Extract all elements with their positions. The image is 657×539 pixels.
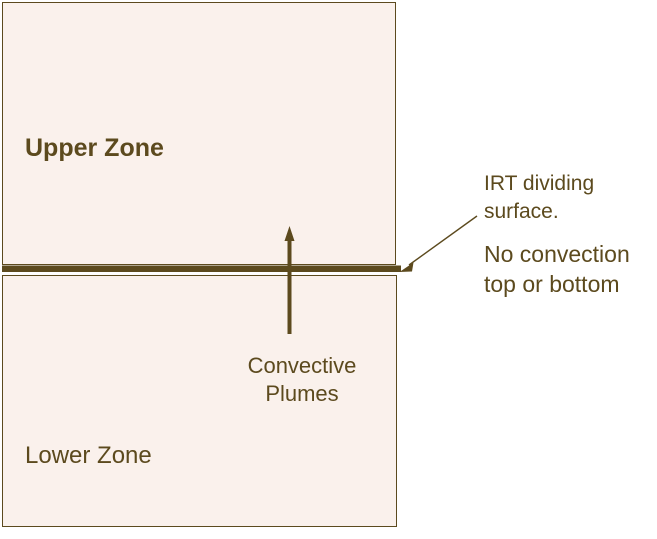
upper-zone-box (2, 2, 396, 265)
convective-plumes-label: Convective Plumes (247, 353, 357, 406)
lower-zone-label: Lower Zone (25, 442, 152, 469)
annotation-irt-dividing-surface: IRT dividing surface. (484, 172, 595, 223)
annotation-no-convection: No convection top or bottom (484, 241, 630, 297)
irt-dividing-surface-band (2, 265, 401, 272)
upper-zone-label: Upper Zone (25, 134, 164, 162)
lower-zone-box (2, 275, 397, 527)
irt-leader-arrow-head (399, 262, 414, 272)
irt-leader-line (408, 215, 478, 266)
convective-plume-arrow-head (284, 226, 295, 241)
